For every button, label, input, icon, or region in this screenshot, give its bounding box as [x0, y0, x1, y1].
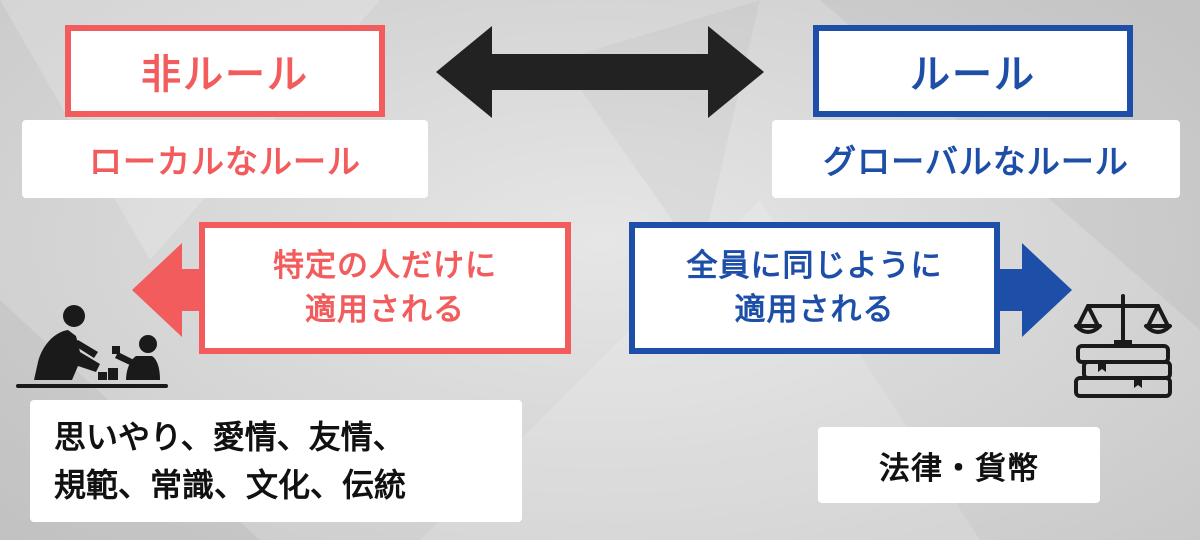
global-rule-text: グローバルなルール — [823, 142, 1129, 181]
double-arrow-icon — [436, 26, 764, 118]
everyone-line-2: 適用される — [734, 292, 895, 328]
rule-title-text: ルール — [910, 52, 1036, 98]
rule-title: ルール — [813, 25, 1133, 117]
non-rule-title-text: 非ルール — [141, 52, 309, 98]
non-rule-examples: 思いやり、愛情、友情、 規範、常識、文化、伝統 — [30, 400, 522, 522]
everyone-line-1: 全員に同じように — [686, 248, 943, 284]
local-rule-label: ローカルなルール — [22, 120, 428, 198]
global-rule-label: グローバルなルール — [772, 120, 1180, 198]
rule-examples-text: 法律・貨幣 — [879, 450, 1039, 487]
non-rule-examples-line-1: 思いやり、愛情、友情、 — [54, 418, 405, 456]
specific-people-line-2: 適用される — [305, 292, 465, 328]
left-arrow-icon — [132, 243, 210, 337]
local-rule-text: ローカルなルール — [89, 142, 361, 181]
non-rule-title: 非ルール — [65, 25, 385, 117]
right-arrow-icon — [994, 243, 1072, 337]
specific-people-box: 特定の人だけに 適用される — [199, 222, 571, 354]
non-rule-examples-line-2: 規範、常識、文化、伝統 — [54, 466, 407, 504]
parent-child-playing-icon — [16, 305, 168, 388]
rule-examples: 法律・貨幣 — [818, 427, 1100, 503]
scales-on-books-icon — [1074, 294, 1172, 398]
everyone-box: 全員に同じように 適用される — [629, 222, 1000, 354]
specific-people-line-1: 特定の人だけに — [273, 248, 497, 284]
